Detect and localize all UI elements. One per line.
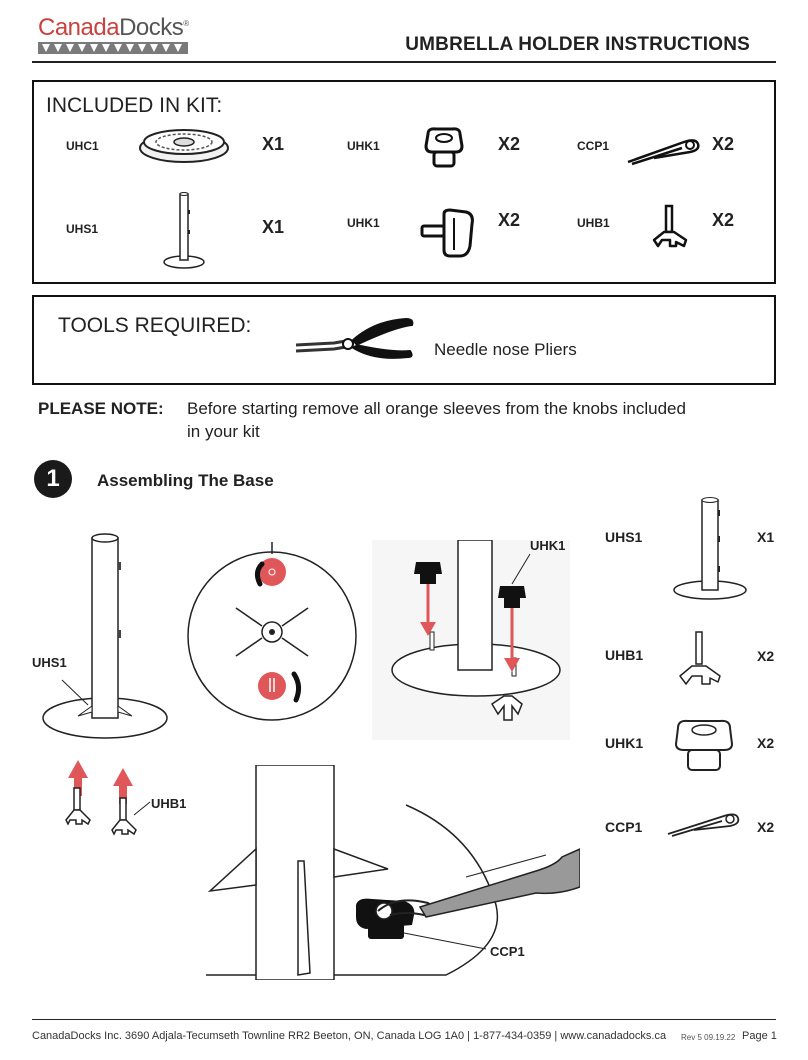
- pliers-icon: [295, 317, 414, 359]
- stand-post-icon: [163, 192, 205, 269]
- brand-logo: CanadaDocks®: [38, 14, 189, 54]
- kit-box: INCLUDED IN KIT: UHC1 X1 UHK1 X2 CCP1 X2…: [32, 80, 776, 284]
- parts-list-code: CCP1: [605, 819, 643, 835]
- brand-name-part1: Canada: [38, 14, 120, 41]
- parts-list-code: UHB1: [605, 647, 644, 663]
- kit-item-code: UHB1: [577, 216, 610, 230]
- parts-list-code: UHK1: [605, 735, 644, 751]
- parts-list-qty: X2: [757, 735, 775, 751]
- label-uhb1: UHB1: [151, 796, 187, 811]
- stand-post-icon: [673, 497, 747, 600]
- label-uhk1: UHK1: [530, 538, 566, 553]
- knob-placement-illustration: [372, 540, 570, 740]
- tool-name: Needle nose Pliers: [434, 340, 577, 359]
- footer-rev: Rev 5 09.19.22: [681, 1033, 736, 1042]
- kit-item-qty: X1: [262, 134, 285, 154]
- kit-heading: INCLUDED IN KIT:: [46, 94, 223, 117]
- parts-list-qty: X1: [757, 529, 775, 545]
- base-detail-illustration: [187, 542, 357, 721]
- logo-pattern-icon: [38, 42, 188, 54]
- kit-item-code: UHK1: [347, 139, 380, 153]
- note-lead: PLEASE NOTE:: [38, 399, 164, 418]
- parts-list-code: UHS1: [605, 529, 643, 545]
- knob-icon: [674, 719, 734, 771]
- step-title: Assembling The Base: [97, 471, 274, 490]
- parts-list-qty: X2: [757, 648, 775, 664]
- brand-name-part2: Docks: [119, 14, 184, 41]
- tools-box: TOOLS REQUIRED: Needle nose Pliers: [32, 295, 776, 385]
- note-line2: in your kit: [187, 422, 260, 441]
- tools-heading: TOOLS REQUIRED:: [58, 314, 252, 337]
- kit-item-qty: X2: [498, 134, 521, 154]
- kit-item-qty: X1: [262, 217, 285, 237]
- note-line1: Before starting remove all orange sleeve…: [187, 399, 686, 418]
- kit-item-code: CCP1: [577, 139, 610, 153]
- header-divider: [32, 61, 776, 63]
- label-uhs1: UHS1: [32, 655, 67, 670]
- parts-list-qty: X2: [757, 819, 775, 835]
- step-number-badge: 1: [34, 460, 72, 498]
- stand-with-bolts-illustration: [42, 533, 168, 836]
- bolt-icon: [652, 204, 688, 248]
- kit-item-qty: X2: [498, 210, 521, 230]
- footer-address: CanadaDocks Inc. 3690 Adjala-Tecumseth T…: [32, 1030, 667, 1042]
- cotter-pin-insert-illustration: [206, 765, 580, 980]
- cotter-pin-icon: [667, 813, 740, 837]
- cap-disc-icon: [139, 129, 229, 163]
- kit-item-code: UHS1: [66, 222, 99, 236]
- page-title: UMBRELLA HOLDER INSTRUCTIONS: [405, 34, 750, 55]
- bolt-icon: [679, 631, 721, 685]
- kit-item-code: UHK1: [347, 216, 380, 230]
- trademark: ®: [183, 19, 189, 28]
- kit-item-qty: X2: [712, 134, 735, 154]
- knob-side-icon: [420, 208, 474, 258]
- footer-divider: [32, 1019, 776, 1020]
- footer-page: Page 1: [742, 1030, 777, 1042]
- kit-item-code: UHC1: [66, 139, 99, 153]
- cotter-pin-icon: [627, 139, 700, 166]
- label-ccp1: CCP1: [490, 944, 525, 959]
- kit-item-qty: X2: [712, 210, 735, 230]
- knob-icon: [424, 127, 464, 168]
